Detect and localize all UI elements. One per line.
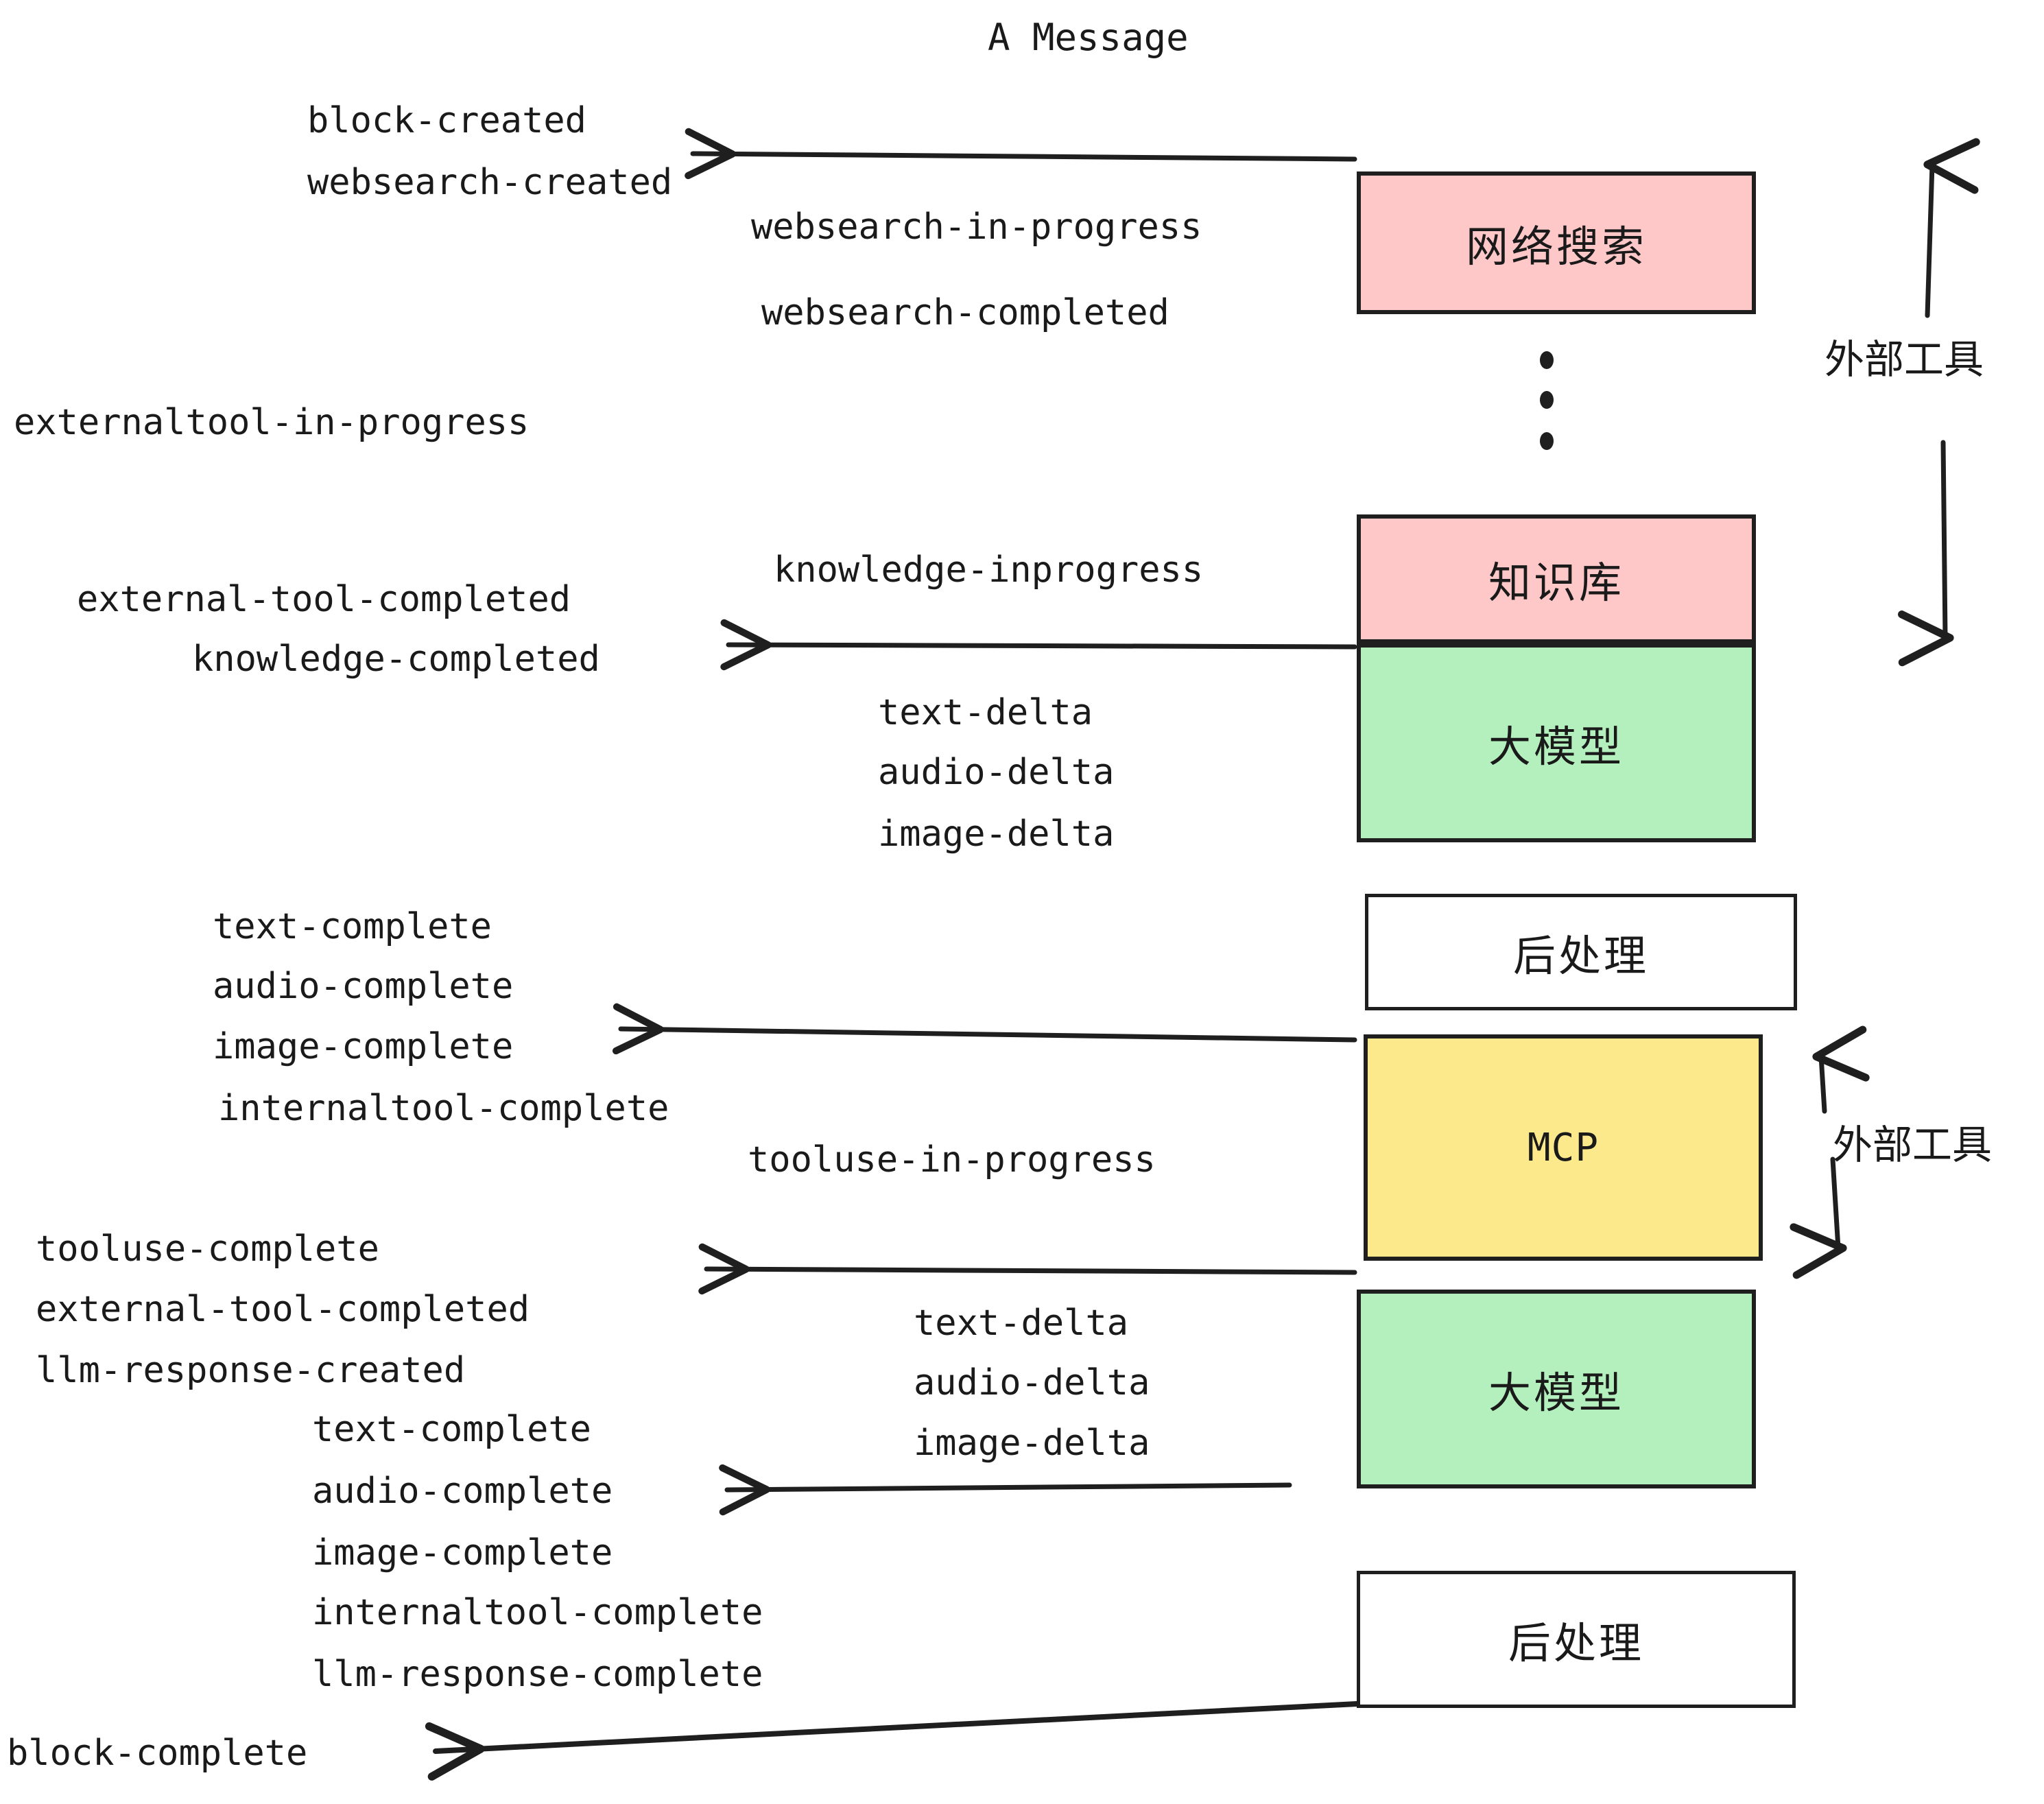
event-label-external-tool-completed-2: external-tool-completed [36, 1289, 530, 1330]
event-label-knowledge-completed: knowledge-completed [192, 639, 600, 680]
box-llm-1-label: 大模型 [1488, 722, 1624, 772]
box-postprocess-2-label: 后处理 [1508, 1618, 1644, 1668]
event-label-internaltool-complete-2: internaltool-complete [312, 1592, 763, 1633]
arrow-postprocess1-to-image-complete [612, 1003, 1357, 1055]
event-label-image-complete-2: image-complete [312, 1532, 613, 1574]
event-label-text-complete-2: text-complete [312, 1409, 591, 1450]
event-label-text-delta-1: text-delta [878, 692, 1093, 733]
ellipsis-dot-3 [1540, 432, 1554, 450]
arrow-external-tools-bottom-down [1790, 1156, 1847, 1279]
diagram-title: A Message [988, 16, 1189, 59]
event-label-image-delta-1: image-delta [878, 814, 1115, 855]
event-label-text-complete-1: text-complete [213, 906, 492, 947]
arrow-external-tools-top-down [1898, 440, 1954, 667]
box-mcp-label: MCP [1527, 1125, 1600, 1170]
box-llm-1: 大模型 [1357, 643, 1756, 842]
box-websearch-label: 网络搜索 [1465, 222, 1647, 272]
arrow-external-tools-top-up [1923, 138, 1980, 318]
event-label-internaltool-complete-1: internaltool-complete [218, 1088, 669, 1129]
box-llm-2: 大模型 [1357, 1290, 1756, 1488]
event-label-external-tool-completed-1: external-tool-completed [77, 579, 571, 620]
arrow-llm2-to-audio-complete [719, 1464, 1292, 1516]
event-label-block-complete: block-complete [7, 1733, 308, 1774]
arrow-external-tools-bottom-up [1812, 1025, 1870, 1114]
event-label-externaltool-in-progress: externaltool-in-progress [14, 402, 530, 443]
arrow-knowledge-to-knowledge-completed [720, 619, 1357, 671]
event-label-audio-delta-2: audio-delta [914, 1362, 1150, 1403]
event-label-image-delta-2: image-delta [914, 1423, 1150, 1464]
box-websearch: 网络搜索 [1357, 171, 1756, 314]
event-label-image-complete-1: image-complete [213, 1026, 514, 1067]
event-label-knowledge-inprogress: knowledge-inprogress [774, 549, 1204, 591]
box-knowledge-label: 知识库 [1488, 558, 1624, 608]
ellipsis-dot-2 [1540, 391, 1554, 409]
box-llm-2-label: 大模型 [1488, 1368, 1624, 1418]
event-label-llm-response-created: llm-response-created [36, 1350, 466, 1391]
side-label-external-tools-bottom: 外部工具 [1833, 1121, 1993, 1168]
event-label-tooluse-in-progress: tooluse-in-progress [748, 1139, 1156, 1180]
box-mcp: MCP [1364, 1034, 1763, 1261]
box-knowledge: 知识库 [1357, 514, 1756, 643]
event-label-websearch-created: websearch-created [307, 162, 673, 203]
event-label-websearch-completed: websearch-completed [761, 292, 1169, 333]
event-label-audio-delta-1: audio-delta [878, 752, 1115, 793]
event-label-block-created: block-created [307, 100, 586, 141]
ellipsis-dot-1 [1540, 351, 1554, 369]
arrow-postprocess2-to-block-complete [425, 1701, 1359, 1781]
box-postprocess-1: 后处理 [1365, 894, 1797, 1010]
box-postprocess-2: 后处理 [1357, 1571, 1796, 1708]
event-label-tooluse-complete: tooluse-complete [36, 1229, 379, 1270]
box-postprocess-1-label: 后处理 [1512, 931, 1649, 981]
arrow-websearch-to-block-created [685, 128, 1357, 180]
event-label-websearch-in-progress: websearch-in-progress [751, 206, 1202, 248]
arrow-mcp-to-tooluse-complete [698, 1243, 1357, 1295]
side-label-external-tools-top: 外部工具 [1825, 336, 1984, 383]
event-label-audio-complete-1: audio-complete [213, 966, 514, 1007]
event-label-audio-complete-2: audio-complete [312, 1471, 613, 1512]
event-label-llm-response-complete: llm-response-complete [312, 1654, 763, 1695]
event-label-text-delta-2: text-delta [914, 1303, 1129, 1344]
